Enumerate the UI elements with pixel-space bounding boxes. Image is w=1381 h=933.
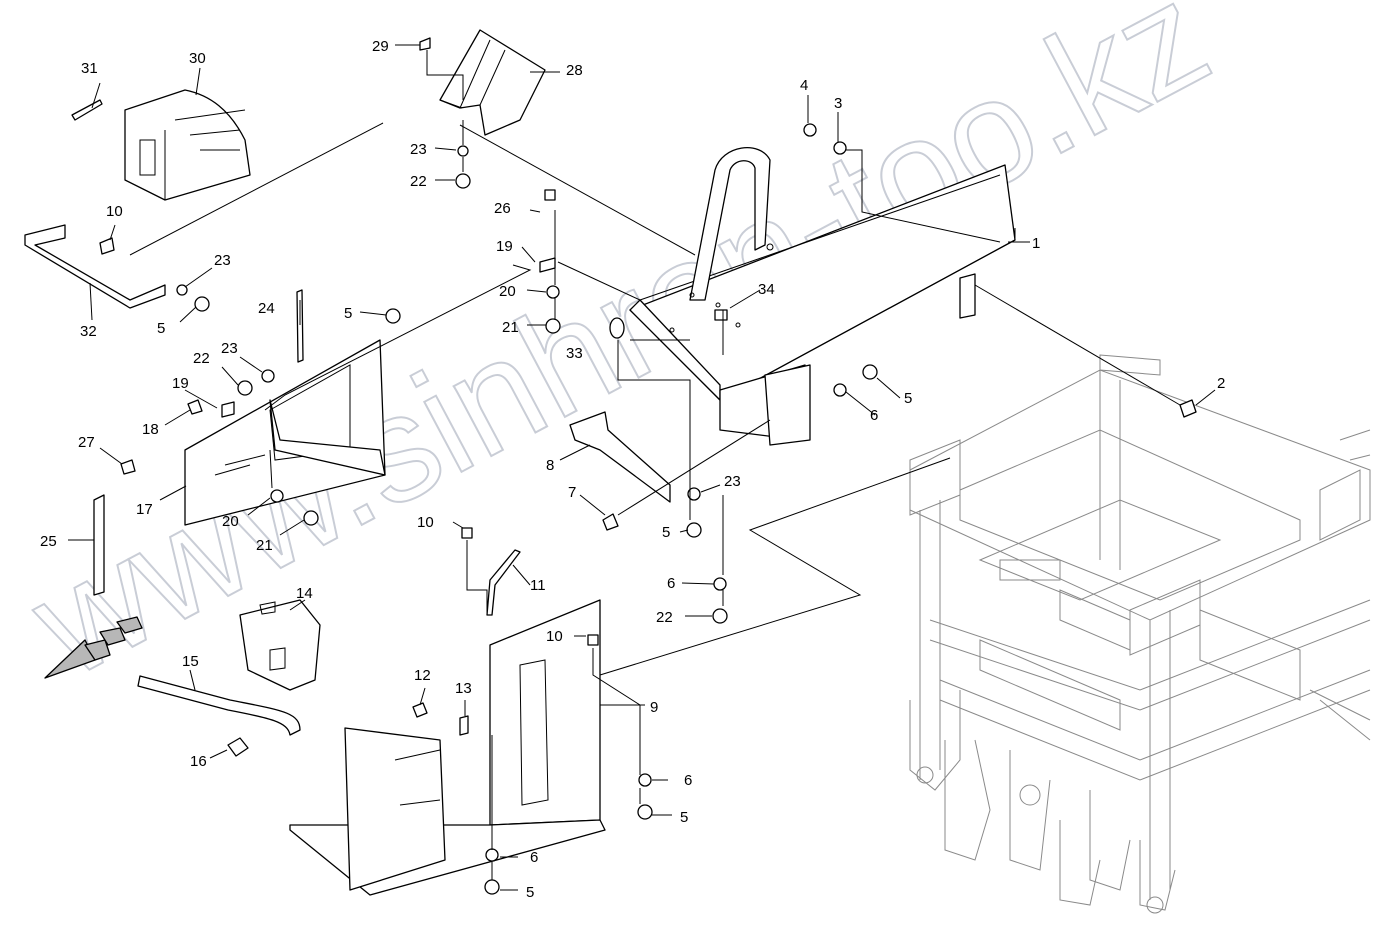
guard-28 (439, 29, 546, 136)
callout-32: 32 (80, 323, 97, 340)
wheel-chock-30 (124, 89, 251, 201)
callout-26: 26 (494, 200, 511, 217)
callout-9: 9 (650, 699, 658, 716)
callout-5e: 5 (680, 809, 688, 826)
callout-8: 8 (546, 457, 554, 474)
fluid-tank-14 (239, 599, 321, 691)
fasteners (99, 37, 1197, 895)
callout-6c: 6 (684, 772, 692, 789)
callout-22c: 22 (656, 609, 673, 626)
callout-20a: 20 (222, 513, 239, 530)
callout-23a: 23 (410, 141, 427, 158)
spring-31 (71, 99, 103, 121)
callout-6a: 6 (870, 407, 878, 424)
machine-frame (909, 354, 1371, 914)
callout-numbers: 1 2 3 4 5 5 5 5 5 5 6 6 6 6 7 8 9 10 10 … (40, 38, 1225, 901)
callout-31: 31 (81, 60, 98, 77)
callout-2: 2 (1217, 375, 1225, 392)
callout-23b: 23 (214, 252, 231, 269)
strip-25 (93, 494, 105, 596)
tool-box-9 (289, 599, 606, 896)
callout-21b: 21 (502, 319, 519, 336)
callout-16: 16 (190, 753, 207, 770)
callout-15: 15 (182, 653, 199, 670)
callout-5f: 5 (526, 884, 534, 901)
main-tray (629, 147, 1016, 446)
callout-23c: 23 (221, 340, 238, 357)
callout-27: 27 (78, 434, 95, 451)
callout-28: 28 (566, 62, 583, 79)
callout-29: 29 (372, 38, 389, 55)
callout-7: 7 (568, 484, 576, 501)
callout-33: 33 (566, 345, 583, 362)
callout-10c: 10 (546, 628, 563, 645)
callout-5a: 5 (157, 320, 165, 337)
callout-3: 3 (834, 95, 842, 112)
callout-25: 25 (40, 533, 57, 550)
callout-11: 11 (530, 577, 546, 594)
callout-10a: 10 (106, 203, 123, 220)
callout-17: 17 (136, 501, 153, 518)
rail-bracket-8 (569, 411, 671, 503)
callout-23d: 23 (724, 473, 741, 490)
callout-19a: 19 (172, 375, 189, 392)
callout-5b: 5 (344, 305, 352, 322)
callout-20b: 20 (499, 283, 516, 300)
callout-14: 14 (296, 585, 313, 602)
callout-24: 24 (258, 300, 275, 317)
callout-19b: 19 (496, 238, 513, 255)
callout-4: 4 (800, 77, 808, 94)
callout-5c: 5 (904, 390, 912, 407)
callout-1: 1 (1032, 235, 1040, 252)
direction-arrow (44, 616, 143, 679)
callout-6b: 6 (667, 575, 675, 592)
callout-5d: 5 (662, 524, 670, 541)
callout-18: 18 (142, 421, 159, 438)
valve-16 (227, 737, 249, 757)
hose-15 (137, 675, 301, 736)
bracket-17 (184, 339, 386, 526)
callout-30: 30 (189, 50, 206, 67)
callout-21a: 21 (256, 537, 273, 554)
callout-10b: 10 (417, 514, 434, 531)
bar-32 (24, 224, 166, 309)
leader-lines (68, 44, 1216, 891)
callout-22b: 22 (193, 350, 210, 367)
gas-strut-24 (296, 289, 304, 363)
callout-13: 13 (455, 680, 472, 697)
callout-12: 12 (414, 667, 431, 684)
callout-6d: 6 (530, 849, 538, 866)
lever-11 (486, 549, 521, 616)
callout-34: 34 (758, 281, 775, 298)
callout-22a: 22 (410, 173, 427, 190)
